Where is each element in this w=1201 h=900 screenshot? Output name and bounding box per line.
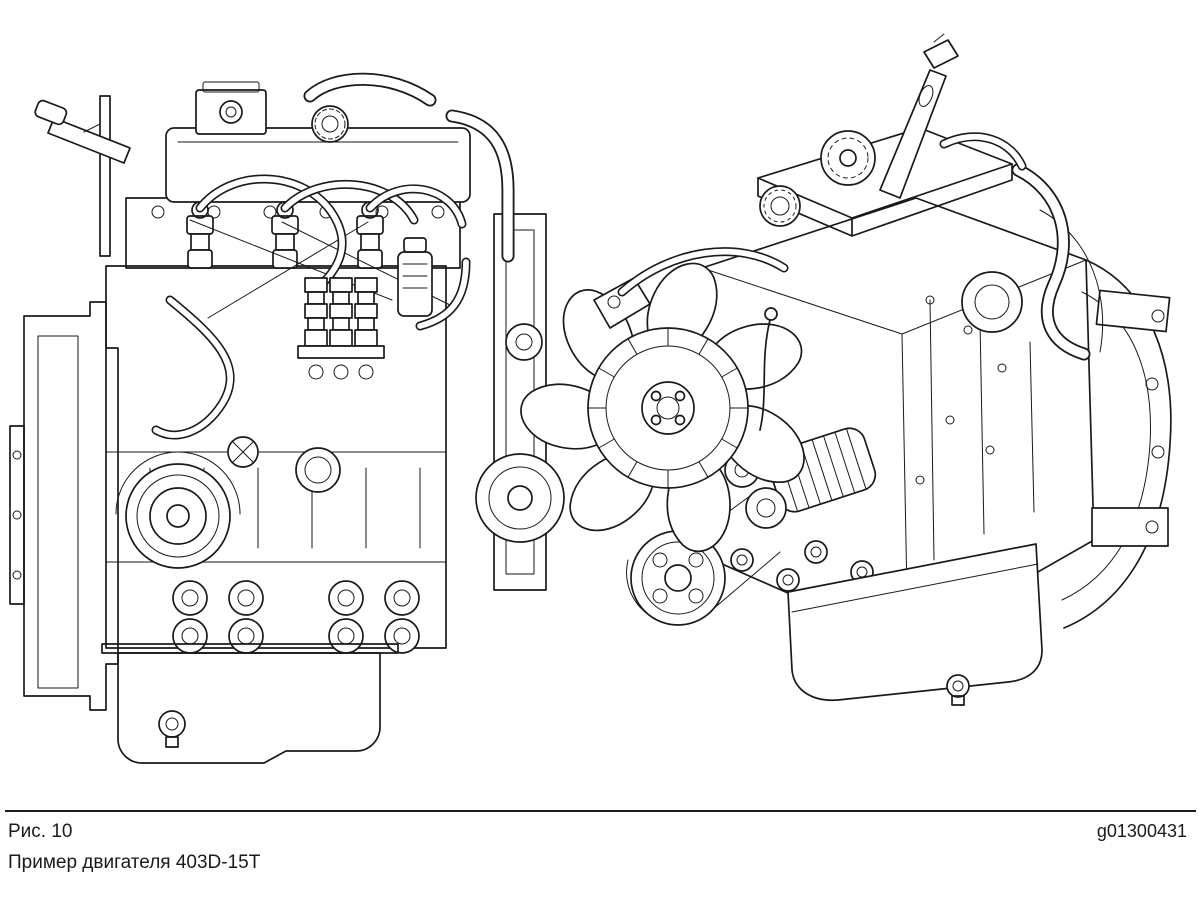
misc-bolts: [915, 295, 1007, 485]
injection-pump: [297, 277, 385, 380]
figure-caption-block: Рис. 10 g01300431 Пример двигателя 403D-…: [0, 816, 1201, 874]
engine-figure-drawing: [9, 33, 1172, 764]
turbocharger: [961, 271, 1023, 333]
oil-pan-side: [101, 643, 399, 764]
graphic-id-label: g01300431: [1096, 821, 1187, 841]
filler-cap-iso: [820, 130, 876, 186]
oil-pan-iso: [787, 543, 1043, 706]
flywheel-housing-iso: [1061, 259, 1172, 629]
round-cover: [295, 447, 341, 493]
block-bosses: [172, 580, 420, 654]
breather-cap: [759, 185, 801, 227]
turbo-hoses: [939, 132, 1104, 361]
dipstick: [759, 307, 778, 431]
mounting-foot-upper: [1095, 289, 1171, 333]
cooling-fan: [515, 262, 815, 561]
crankshaft-pulley-side: [115, 451, 241, 569]
lifting-bracket: [879, 33, 959, 199]
valve-cover-iso: [757, 127, 1013, 237]
figure-separator-rule: [5, 810, 1196, 812]
rear-drive-plate: [475, 213, 565, 591]
fan-hub: [641, 381, 695, 435]
intake-elbow-pipe: [303, 72, 515, 331]
front-engine-mount: [593, 277, 651, 329]
left-side-view-drawing: [9, 72, 565, 764]
mounting-foot-lower: [1091, 507, 1169, 547]
figure-number-label: Рис. 10: [8, 821, 73, 842]
fuel-filter: [397, 237, 433, 317]
figure-caption-text: Пример двигателя 403D-15T: [8, 851, 261, 873]
isometric-view-drawing: [515, 33, 1172, 706]
upper-radiator-hose: [617, 247, 789, 297]
coolant-hose: [151, 295, 235, 440]
lifting-rod: [34, 95, 131, 257]
oil-filler-cap: [311, 105, 349, 143]
clamp-x-fitting: [227, 436, 259, 468]
fuel-lines: [195, 174, 467, 289]
